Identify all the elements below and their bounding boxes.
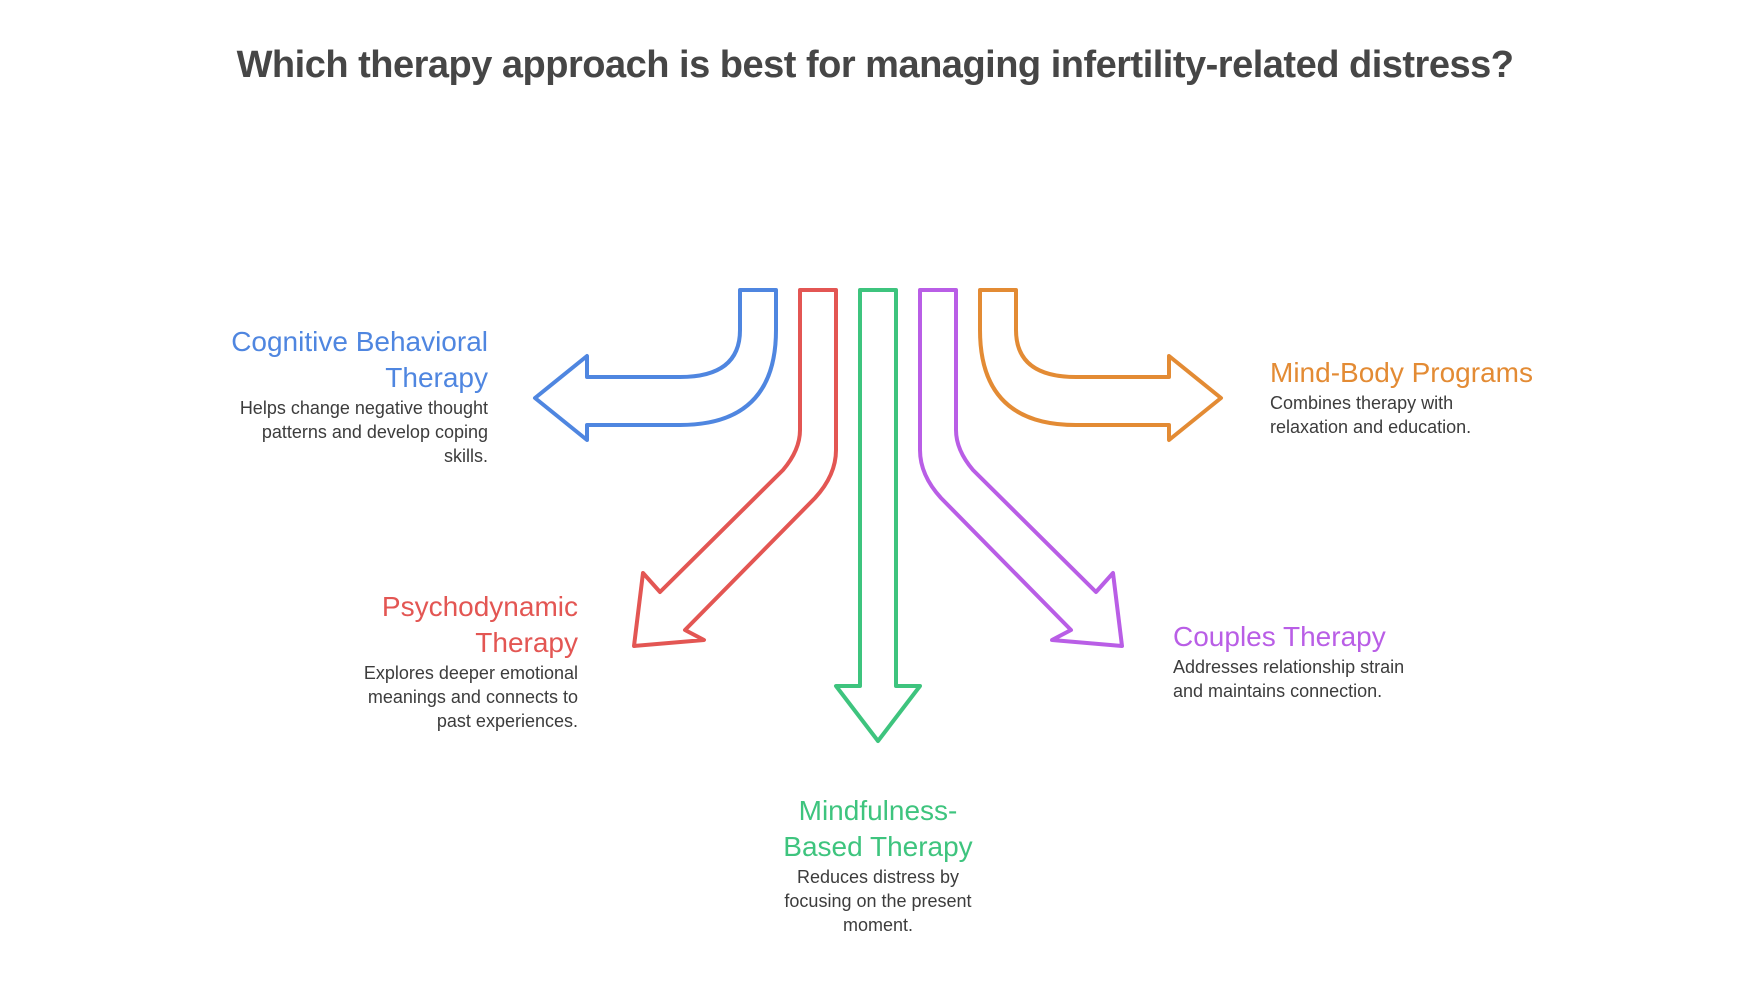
option-cbt-heading: Cognitive Behavioral Therapy bbox=[180, 324, 488, 396]
option-mindbody-heading: Mind-Body Programs bbox=[1270, 355, 1600, 391]
description-line: skills. bbox=[444, 446, 488, 466]
heading-line: Cognitive Behavioral bbox=[231, 326, 488, 357]
option-psychodynamic-heading: Psychodynamic Therapy bbox=[300, 589, 578, 661]
description-line: Reduces distress by bbox=[796, 867, 960, 887]
arrow-cbt bbox=[533, 288, 778, 442]
heading-line: Based Therapy bbox=[783, 831, 973, 862]
option-mindfulness-heading: Mindfulness- Based Therapy bbox=[738, 793, 1018, 865]
option-couples: Couples Therapy Addresses relationship s… bbox=[1173, 619, 1473, 703]
description-line: Addresses relationship strain bbox=[1173, 657, 1405, 677]
heading-line: Couples Therapy bbox=[1173, 621, 1386, 652]
option-psychodynamic: Psychodynamic Therapy Explores deeper em… bbox=[300, 589, 578, 733]
option-mindbody: Mind-Body Programs Combines therapy with… bbox=[1270, 355, 1600, 439]
option-mindbody-description: Combines therapy with relaxation and edu… bbox=[1270, 391, 1600, 439]
description-line: past experiences. bbox=[436, 711, 578, 731]
option-cbt-description: Helps change negative thought patterns a… bbox=[180, 396, 488, 468]
description-line: meanings and connects to bbox=[367, 687, 578, 707]
arrow-mindbody bbox=[978, 288, 1223, 442]
option-mindfulness-description: Reduces distress by focusing on the pres… bbox=[738, 865, 1018, 937]
heading-line: Therapy bbox=[475, 627, 578, 658]
arrow-couples bbox=[918, 288, 1124, 648]
description-line: moment. bbox=[842, 915, 914, 935]
description-line: relaxation and education. bbox=[1270, 417, 1472, 437]
option-cbt: Cognitive Behavioral Therapy Helps chang… bbox=[180, 324, 488, 468]
heading-line: Therapy bbox=[385, 362, 488, 393]
option-psychodynamic-description: Explores deeper emotional meanings and c… bbox=[300, 661, 578, 733]
description-line: Combines therapy with bbox=[1270, 393, 1454, 413]
heading-line: Mind-Body Programs bbox=[1270, 357, 1533, 388]
description-line: Helps change negative thought bbox=[239, 398, 488, 418]
description-line: Explores deeper emotional bbox=[363, 663, 578, 683]
arrow-psychodynamic bbox=[632, 288, 838, 648]
arrow-mindfulness bbox=[834, 288, 922, 743]
option-mindfulness: Mindfulness- Based Therapy Reduces distr… bbox=[738, 793, 1018, 937]
heading-line: Psychodynamic bbox=[381, 591, 578, 622]
heading-line: Mindfulness- bbox=[798, 795, 958, 826]
option-couples-description: Addresses relationship strain and mainta… bbox=[1173, 655, 1473, 703]
diagram-title: Which therapy approach is best for manag… bbox=[236, 44, 1514, 86]
option-couples-heading: Couples Therapy bbox=[1173, 619, 1473, 655]
description-line: focusing on the present bbox=[784, 891, 972, 911]
description-line: and maintains connection. bbox=[1173, 681, 1383, 701]
description-line: patterns and develop coping bbox=[261, 422, 488, 442]
